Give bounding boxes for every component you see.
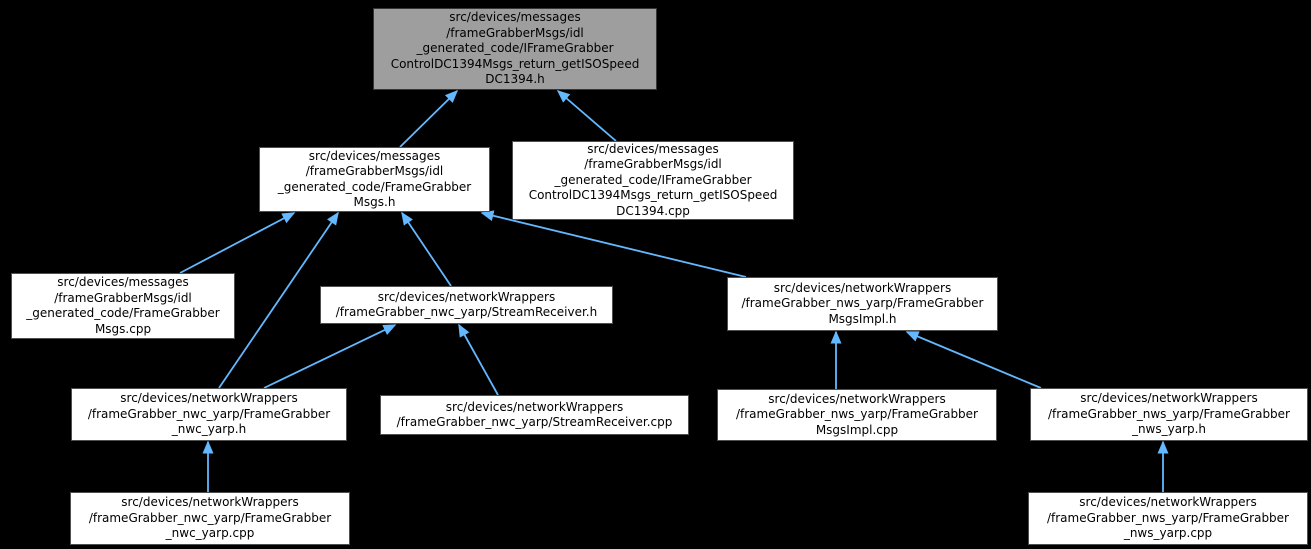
edge-streamreceiver-h-to-framegrabbermsgs-h bbox=[401, 211, 452, 287]
graph-node-framegrabbermsgs-h[interactable]: src/devices/messages /frameGrabberMsgs/i… bbox=[259, 147, 490, 212]
edge-iframegrabber-dc1394-cpp-to-iframegrabber-dc1394-h bbox=[556, 90, 617, 142]
graph-node-streamreceiver-h[interactable]: src/devices/networkWrappers /frameGrabbe… bbox=[320, 286, 613, 324]
graph-node-framegrabbermsgsimpl-h[interactable]: src/devices/networkWrappers /frameGrabbe… bbox=[727, 277, 998, 331]
graph-node-framegrabbermsgsimpl-cpp[interactable]: src/devices/networkWrappers /frameGrabbe… bbox=[717, 389, 997, 441]
edge-framegrabbermsgs-cpp-to-framegrabbermsgs-h bbox=[179, 212, 296, 274]
graph-node-iframegrabber-dc1394-cpp[interactable]: src/devices/messages /frameGrabberMsgs/i… bbox=[512, 141, 794, 220]
graph-node-iframegrabber-dc1394-h[interactable]: src/devices/messages /frameGrabberMsgs/i… bbox=[373, 8, 657, 90]
edge-framegrabbermsgsimpl-h-to-framegrabbermsgs-h bbox=[480, 210, 747, 278]
graph-node-framegrabber-nws-yarp-cpp[interactable]: src/devices/networkWrappers /frameGrabbe… bbox=[1028, 492, 1308, 545]
edge-framegrabber-nws-yarp-h-to-framegrabbermsgsimpl-h bbox=[905, 331, 1042, 389]
graph-node-framegrabber-nws-yarp-h[interactable]: src/devices/networkWrappers /frameGrabbe… bbox=[1030, 388, 1308, 441]
graph-node-framegrabbermsgs-cpp[interactable]: src/devices/messages /frameGrabberMsgs/i… bbox=[11, 273, 235, 339]
edge-framegrabbermsgs-h-to-iframegrabber-dc1394-h bbox=[399, 89, 459, 148]
edge-streamreceiver-cpp-to-streamreceiver-h bbox=[458, 323, 499, 396]
edge-framegrabber-nwc-yarp-h-to-streamreceiver-h bbox=[263, 324, 397, 389]
graph-node-framegrabber-nwc-yarp-cpp[interactable]: src/devices/networkWrappers /frameGrabbe… bbox=[70, 492, 350, 545]
graph-node-streamreceiver-cpp[interactable]: src/devices/networkWrappers /frameGrabbe… bbox=[380, 395, 689, 435]
graph-node-framegrabber-nwc-yarp-h[interactable]: src/devices/networkWrappers /frameGrabbe… bbox=[71, 388, 347, 441]
